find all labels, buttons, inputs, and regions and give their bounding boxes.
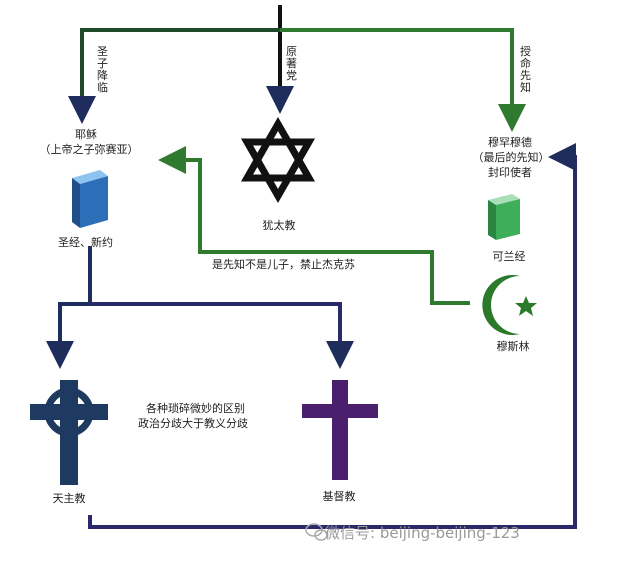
crescent-star-icon bbox=[482, 275, 537, 335]
muhammad-title: 封印使者 bbox=[488, 166, 532, 179]
jesus-name: 耶稣 bbox=[75, 128, 97, 141]
muhammad-subtitle: （最后的先知） bbox=[472, 151, 550, 164]
christian-label: 基督教 bbox=[322, 490, 356, 503]
judaism-label: 犹太教 bbox=[262, 219, 296, 232]
islam-label: 穆斯林 bbox=[496, 340, 530, 353]
arrow-islam-to-jesus bbox=[158, 146, 470, 305]
difference-line2: 政治分歧大于教义分歧 bbox=[138, 417, 248, 430]
edge-label-savior-descends: 圣子降临 bbox=[97, 45, 108, 94]
muhammad-name: 穆罕穆德 bbox=[488, 136, 532, 149]
bible-book-icon bbox=[72, 170, 108, 228]
edge-label-commissioned-prophet: 授命先知 bbox=[520, 45, 531, 94]
catholic-label: 天主教 bbox=[52, 492, 86, 505]
arrow-to-christian bbox=[90, 302, 354, 369]
quran-book-icon bbox=[488, 194, 520, 240]
edge-label-prophet-not-son: 是先知不是儿子，禁止杰克苏 bbox=[212, 258, 355, 271]
arrow-to-jesus bbox=[68, 28, 280, 124]
star-of-david-icon bbox=[240, 116, 316, 204]
quran-label: 可兰经 bbox=[492, 250, 526, 263]
bible-label: 圣经、新约 bbox=[58, 236, 113, 249]
watermark-text: 微信号: beijing-beijing-123 bbox=[325, 524, 520, 542]
jesus-subtitle: （上帝之子弥赛亚） bbox=[39, 143, 139, 156]
latin-cross-icon bbox=[302, 380, 378, 480]
wechat-logo-icon bbox=[305, 523, 328, 541]
difference-line1: 各种琐碎微妙的区别 bbox=[146, 402, 245, 415]
edge-label-chosen-people: 原著党 bbox=[286, 45, 297, 82]
arrow-bottom-to-muhammad bbox=[88, 143, 577, 529]
arrow-to-catholic bbox=[46, 246, 92, 369]
arrow-to-muhammad bbox=[280, 28, 526, 132]
celtic-cross-icon bbox=[30, 380, 108, 485]
